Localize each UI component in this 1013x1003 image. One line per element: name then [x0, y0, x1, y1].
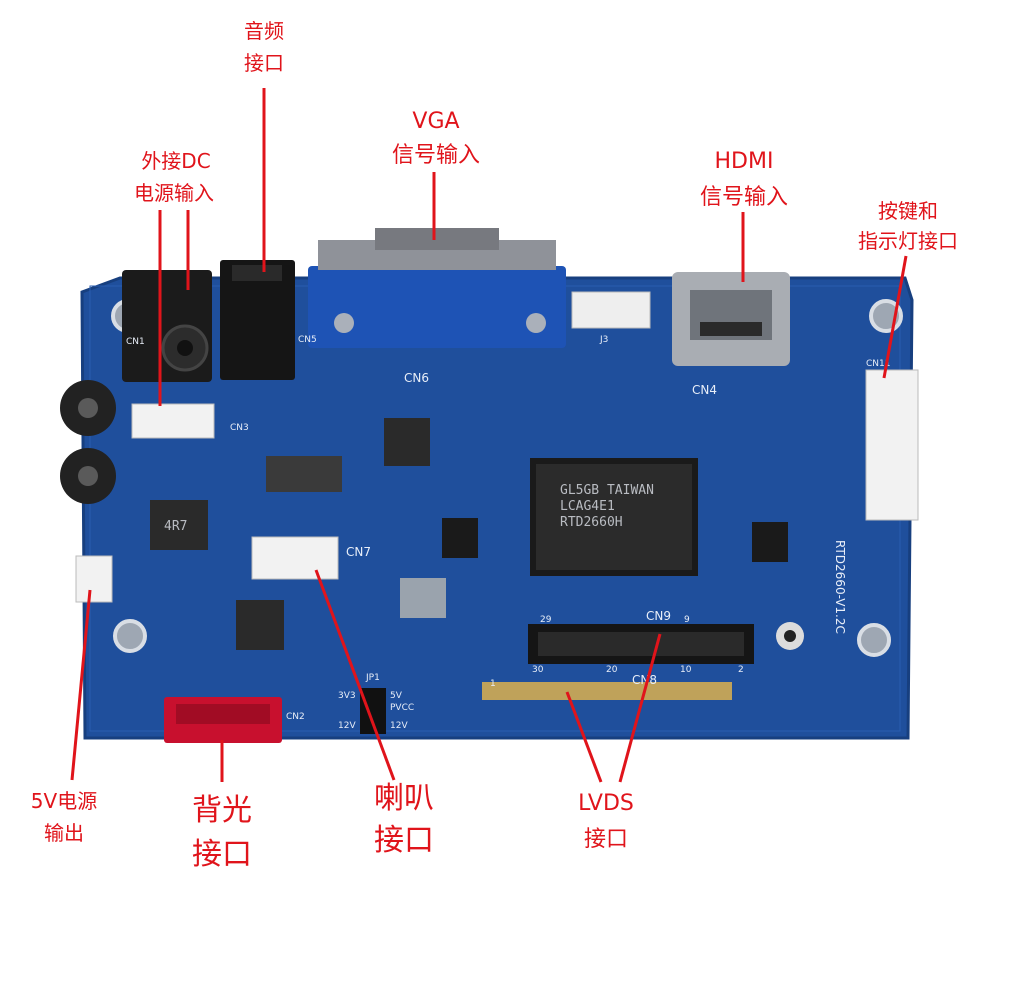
svg-text:RTD2660H: RTD2660H [560, 515, 623, 530]
svg-text:指示灯接口: 指示灯接口 [858, 229, 958, 253]
callout-lines [70, 88, 908, 783]
cn2-backlight-header [164, 697, 282, 743]
out-5v-header [75, 555, 113, 603]
keys-line [882, 255, 908, 379]
svg-text:12V: 12V [338, 721, 356, 731]
svg-text:信号输入: 信号输入 [700, 185, 788, 210]
svg-text:9: 9 [684, 615, 690, 625]
svg-text:接口: 接口 [374, 823, 434, 858]
svg-text:JP1: JP1 [365, 673, 380, 683]
svg-text:CN5: CN5 [298, 335, 317, 345]
svg-text:29: 29 [540, 615, 552, 625]
svg-text:CN9: CN9 [646, 609, 671, 623]
inductors: 4R7 [150, 500, 284, 650]
svg-text:接口: 接口 [192, 837, 252, 872]
svg-text:PVCC: PVCC [390, 703, 414, 713]
svg-text:CN7: CN7 [346, 545, 371, 559]
svg-text:1: 1 [490, 679, 496, 689]
callout-hdmi: HDMI 信号输入 [700, 149, 788, 210]
svg-text:5V: 5V [390, 691, 403, 701]
audio-jack [220, 260, 295, 380]
pcb-board [80, 276, 914, 740]
svg-text:20: 20 [606, 665, 618, 675]
svg-text:CN4: CN4 [692, 383, 717, 397]
cn8-fpc [482, 682, 732, 700]
callout-backlight: 背光 接口 [192, 793, 252, 872]
svg-text:CN11: CN11 [866, 359, 890, 369]
svg-text:GL5GB TAIWAN: GL5GB TAIWAN [560, 483, 654, 498]
speaker-line [314, 569, 396, 781]
svg-text:外接DC: 外接DC [141, 149, 210, 173]
callout-speaker: 喇叭 接口 [374, 781, 434, 858]
callout-dc-power: 外接DC 电源输入 [134, 149, 214, 205]
callout-keys-leds: 按键和 指示灯接口 [858, 199, 958, 253]
small-ics [266, 418, 788, 618]
svg-text:5V电源: 5V电源 [31, 789, 97, 813]
svg-text:CN6: CN6 [404, 371, 429, 385]
svg-text:30: 30 [532, 665, 544, 675]
svg-text:喇叭: 喇叭 [374, 781, 434, 816]
cn11-header [865, 369, 919, 521]
svg-text:CN3: CN3 [230, 423, 249, 433]
j3-header [571, 291, 651, 329]
dc-power-jack [122, 270, 212, 382]
svg-text:2: 2 [738, 665, 744, 675]
svg-text:RTD2660-V1.2C: RTD2660-V1.2C [833, 540, 847, 634]
svg-text:VGA: VGA [412, 109, 459, 134]
svg-text:CN2: CN2 [286, 712, 305, 722]
callout-audio: 音频 接口 [244, 19, 284, 75]
hdmi-connector [672, 272, 790, 366]
svg-text:HDMI: HDMI [715, 149, 774, 174]
svg-text:信号输入: 信号输入 [392, 143, 480, 168]
main-chip: RTD2660H LCAG4E1 GL5GB TAIWAN [530, 458, 698, 576]
svg-text:10: 10 [680, 665, 692, 675]
svg-text:J3: J3 [599, 335, 608, 345]
svg-text:输出: 输出 [44, 821, 84, 845]
cn9-pin-header [528, 624, 754, 664]
svg-text:LVDS: LVDS [578, 791, 634, 816]
lvds-line-1 [565, 691, 603, 783]
cn3-header [131, 403, 215, 439]
svg-text:电源输入: 电源输入 [134, 181, 214, 205]
svg-text:接口: 接口 [244, 51, 284, 75]
lvds-line-2 [618, 633, 662, 783]
callout-vga: VGA 信号输入 [392, 109, 480, 168]
svg-text:按键和: 按键和 [878, 199, 938, 223]
svg-text:3V3: 3V3 [338, 691, 356, 701]
svg-text:接口: 接口 [584, 827, 628, 852]
svg-text:CN8: CN8 [632, 673, 657, 687]
svg-text:LCAG4E1: LCAG4E1 [560, 499, 615, 514]
vga-connector [308, 228, 566, 348]
callout-lvds: LVDS 接口 [578, 791, 634, 852]
cn7-header [251, 536, 339, 580]
silkscreen: CN1 CN2 CN3 CN4 CN5 CN6 CN7 CN8 CN9 CN11… [126, 335, 890, 731]
out5v-line [70, 589, 92, 781]
capacitors [60, 380, 804, 650]
callout-out-5v: 5V电源 输出 [31, 789, 97, 845]
svg-text:音频: 音频 [244, 19, 284, 43]
svg-text:背光: 背光 [192, 793, 252, 828]
svg-text:CN1: CN1 [126, 337, 145, 347]
svg-text:4R7: 4R7 [164, 519, 187, 534]
svg-text:12V: 12V [390, 721, 408, 731]
